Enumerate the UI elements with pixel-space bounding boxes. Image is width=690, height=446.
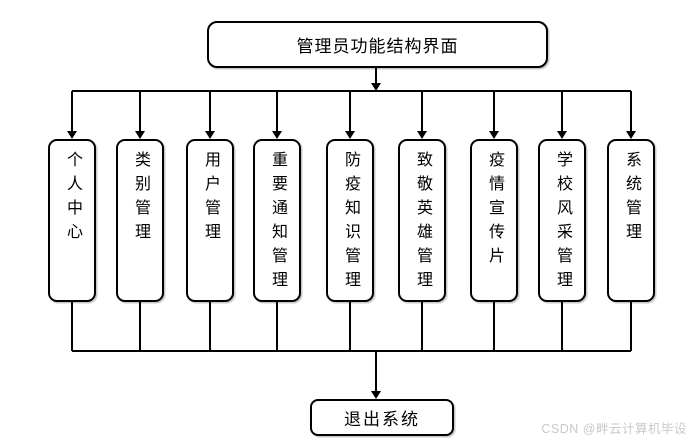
node-user-management: 用户管理 [186, 139, 234, 302]
node-category-management: 类别管理 [116, 139, 164, 302]
node-important-notice-management: 重要通知管理 [253, 139, 301, 302]
arrow-down-icon [345, 131, 355, 139]
arrow-down-icon [272, 131, 282, 139]
node-epidemic-promo-video: 疫情宣传片 [470, 139, 518, 302]
arrow-down-icon [371, 83, 381, 91]
node-label: 疫情宣传片 [486, 151, 503, 271]
node-tribute-heroes-management: 致敬英雄管理 [398, 139, 446, 302]
node-label: 个人中心 [64, 151, 81, 247]
node-personal-center: 个人中心 [48, 139, 96, 302]
node-label: 用户管理 [202, 151, 219, 247]
exit-node-label: 退出系统 [344, 410, 420, 429]
arrow-down-icon [489, 131, 499, 139]
node-label: 防疫知识管理 [342, 151, 359, 295]
node-label: 重要通知管理 [269, 151, 286, 295]
node-system-management: 系统管理 [607, 139, 655, 302]
node-epidemic-knowledge-management: 防疫知识管理 [326, 139, 374, 302]
node-label: 系统管理 [623, 151, 640, 247]
node-school-style-management: 学校风采管理 [538, 139, 586, 302]
arrow-down-icon [557, 131, 567, 139]
arrow-down-icon [205, 131, 215, 139]
arrow-down-icon [626, 131, 636, 139]
arrow-down-icon [371, 391, 381, 399]
arrow-down-icon [135, 131, 145, 139]
node-label: 类别管理 [132, 151, 149, 247]
node-exit-system: 退出系统 [310, 399, 454, 436]
arrow-down-icon [67, 131, 77, 139]
node-admin-function-structure: 管理员功能结构界面 [207, 21, 548, 68]
root-node-label: 管理员功能结构界面 [296, 37, 459, 56]
node-label: 致敬英雄管理 [414, 151, 431, 295]
node-label: 学校风采管理 [554, 151, 571, 295]
watermark-text: CSDN @畔云计算机毕设 [541, 422, 687, 436]
arrow-down-icon [417, 131, 427, 139]
